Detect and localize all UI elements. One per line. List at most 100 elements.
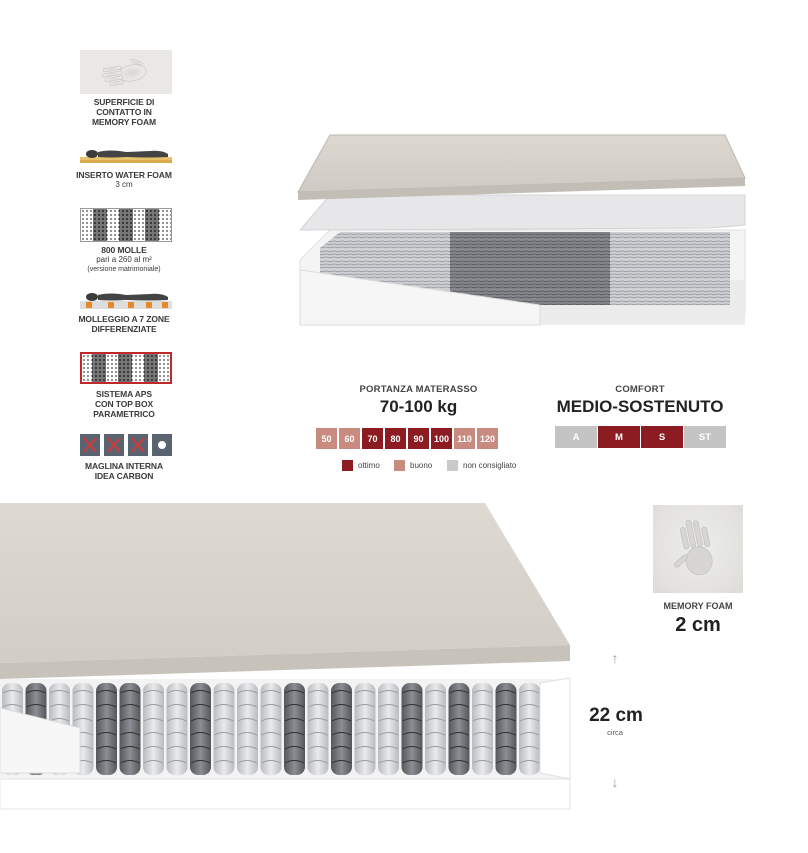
memory-foam-label: MEMORY FOAM bbox=[663, 601, 733, 611]
comfort-cell-A: A bbox=[555, 426, 597, 448]
portanza-label: PORTANZA MATERASSO bbox=[359, 384, 478, 395]
spring-coil bbox=[190, 683, 211, 775]
spring-coil-turn bbox=[214, 704, 234, 708]
memory-foam-hand-icon bbox=[80, 50, 172, 94]
portanza-cell-50: 50 bbox=[316, 428, 337, 449]
spring-coil-turn bbox=[449, 746, 469, 750]
carbon-thumbnail bbox=[80, 434, 172, 456]
feature-caption-line: SUPERFICIE DI bbox=[93, 97, 155, 107]
spring-coil-turn bbox=[308, 732, 328, 736]
spring-coil bbox=[495, 683, 517, 775]
legend-swatch-non bbox=[447, 460, 458, 471]
spring-coil-turn bbox=[425, 760, 446, 764]
spring-coil bbox=[237, 683, 258, 775]
comfort-cell-ST: ST bbox=[684, 426, 726, 448]
spring-coil bbox=[213, 683, 235, 775]
spring-coil-turn bbox=[190, 690, 211, 694]
spring-coil-turn bbox=[378, 746, 399, 750]
spring-coil-turn bbox=[214, 732, 234, 736]
comfort-cell-M: M bbox=[598, 426, 640, 448]
legend-buono: buono bbox=[394, 460, 432, 471]
spring-coil-turn bbox=[402, 732, 422, 736]
spring-coil-turn bbox=[96, 746, 117, 750]
spring-coil-turn bbox=[96, 718, 117, 722]
spring-coil-turn bbox=[190, 704, 211, 708]
spring-coil-turn bbox=[49, 704, 70, 708]
spring-coil-turn bbox=[26, 690, 46, 694]
spring-coil bbox=[143, 683, 164, 775]
feature-caption-line: MOLLEGGIO A 7 ZONE bbox=[78, 314, 170, 324]
feature-subcaption: 3 cm bbox=[115, 180, 133, 189]
spring-coil-turn bbox=[331, 704, 352, 708]
spring-coil-turn bbox=[261, 718, 281, 722]
spring-coil-turn bbox=[378, 718, 399, 722]
feature-water-foam: INSERTO WATER FOAM 3 cm bbox=[72, 170, 176, 190]
memory-foam-thumbnail bbox=[653, 505, 743, 593]
spring-coil-turn bbox=[261, 746, 281, 750]
spring-coil-turn bbox=[472, 760, 493, 764]
spring-coil-turn bbox=[519, 746, 540, 750]
spring-coil-turn bbox=[261, 704, 281, 708]
spring-coil-turn bbox=[331, 718, 352, 722]
spring-coil-turn bbox=[167, 732, 187, 736]
spring-coil bbox=[425, 683, 446, 775]
spring-coil-turn bbox=[355, 704, 375, 708]
feature-aps: SISTEMA APS CON TOP BOX PARAMETRICO bbox=[72, 389, 176, 419]
spring-coil-turn bbox=[496, 760, 516, 764]
spring-coil-turn bbox=[425, 690, 446, 694]
legend-non-consigliato: non consigliato bbox=[447, 460, 516, 471]
spring-coil-turn bbox=[120, 704, 140, 708]
spring-coil-turn bbox=[378, 760, 399, 764]
spring-coil bbox=[119, 683, 141, 775]
feature-seven-zones: MOLLEGGIO A 7 ZONE DIFFERENZIATE bbox=[72, 314, 176, 334]
spring-coil-turn bbox=[237, 746, 258, 750]
spring-coil-turn bbox=[237, 690, 258, 694]
spring-coil-turn bbox=[496, 704, 516, 708]
spring-coil-turn bbox=[402, 704, 422, 708]
arrow-up-icon: ↑ bbox=[611, 650, 619, 666]
spring-coil bbox=[519, 683, 540, 775]
spring-coil bbox=[331, 683, 352, 775]
spring-coil-turn bbox=[402, 760, 422, 764]
spring-coil-turn bbox=[2, 704, 23, 708]
spring-coil-turn bbox=[73, 690, 93, 694]
spring-coil-turn bbox=[284, 760, 305, 764]
spring-coil-turn bbox=[120, 746, 140, 750]
spring-coil-turn bbox=[519, 704, 540, 708]
spring-coil-turn bbox=[120, 760, 140, 764]
spring-coil-turn bbox=[190, 746, 211, 750]
spring-coil-turn bbox=[331, 732, 352, 736]
springs-icon bbox=[81, 209, 171, 241]
spring-coil-turn bbox=[73, 718, 93, 722]
spring-coil-turn bbox=[449, 690, 469, 694]
spring-coil-turn bbox=[214, 760, 234, 764]
spring-coil-turn bbox=[449, 718, 469, 722]
spring-coil-turn bbox=[355, 732, 375, 736]
memory-foam-value: 2 cm bbox=[675, 614, 721, 636]
feature-caption-line: 800 MOLLE bbox=[101, 245, 147, 255]
exploded-mattress-illustration bbox=[290, 130, 760, 340]
comfort-value: MEDIO-SOSTENUTO bbox=[556, 397, 724, 416]
spring-coil bbox=[96, 683, 117, 775]
spring-coil-turn bbox=[472, 718, 493, 722]
legend-label: ottimo bbox=[358, 461, 380, 470]
spring-coil bbox=[472, 683, 493, 775]
spring-coil-turn bbox=[237, 718, 258, 722]
spring-coil-turn bbox=[167, 718, 187, 722]
spring-coil-turn bbox=[472, 732, 493, 736]
spring-coil-turn bbox=[425, 746, 446, 750]
spring-coil-turn bbox=[73, 704, 93, 708]
spring-coil bbox=[166, 683, 188, 775]
spring-coil-turn bbox=[472, 690, 493, 694]
spring-coil bbox=[284, 683, 305, 775]
portanza-cell-70: 70 bbox=[362, 428, 383, 449]
spring-coil-turn bbox=[261, 760, 281, 764]
spring-coil-turn bbox=[331, 690, 352, 694]
legend-ottimo: ottimo bbox=[342, 460, 380, 471]
spring-coil-turn bbox=[284, 690, 305, 694]
feature-carbon: MAGLINA INTERNA IDEA CARBON bbox=[72, 461, 176, 481]
spring-coil-turn bbox=[120, 690, 140, 694]
springs-thumbnail bbox=[80, 208, 172, 242]
seven-zones-icon bbox=[80, 293, 172, 309]
feature-caption-line: DIFFERENZIATE bbox=[91, 324, 157, 334]
